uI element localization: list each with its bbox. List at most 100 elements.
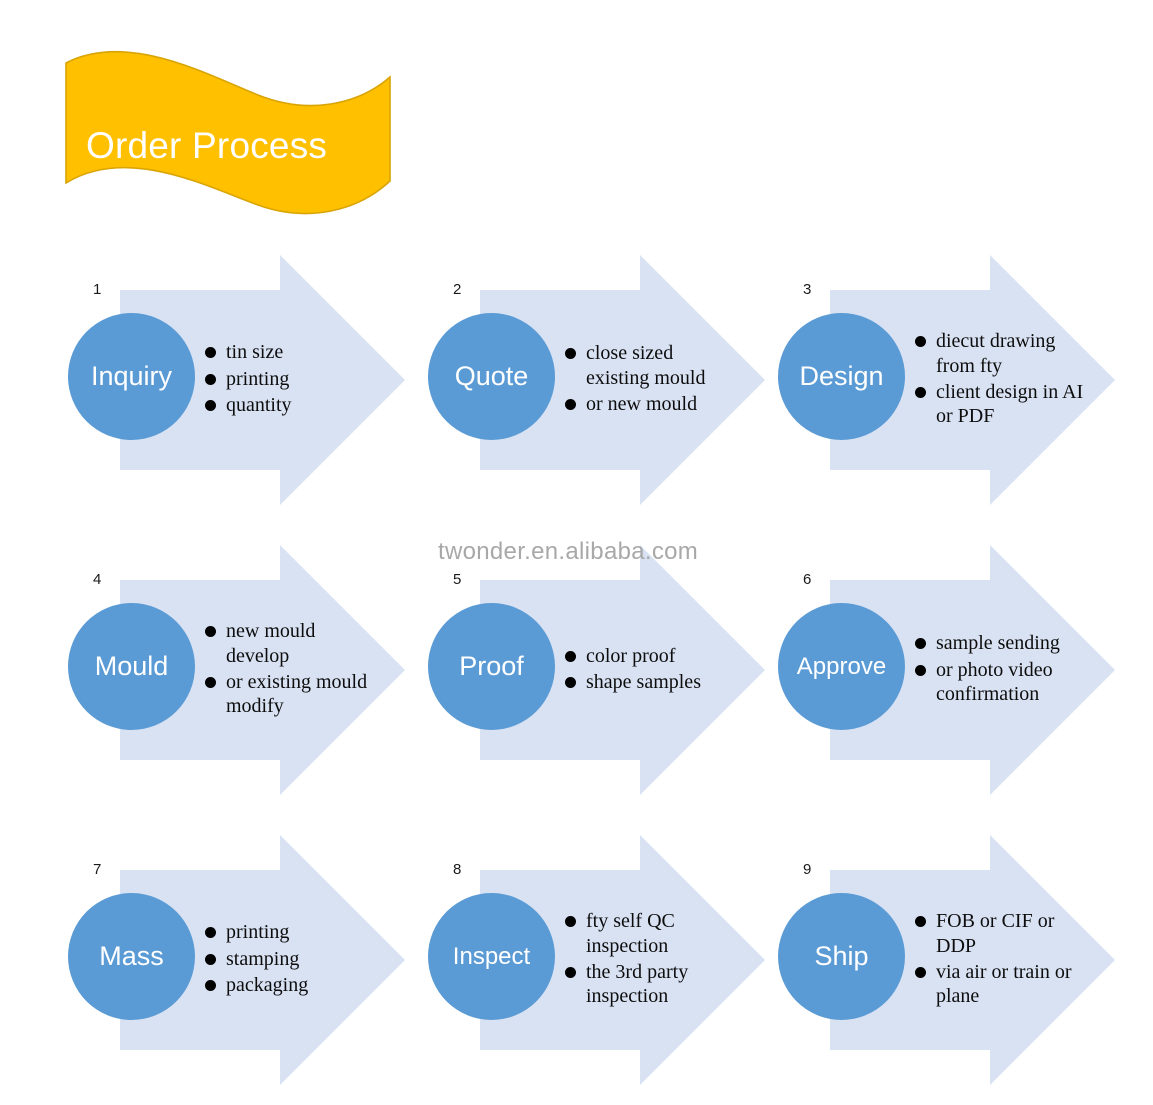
process-step-7[interactable]: 7 Mass printing stamping packaging [60, 835, 410, 1085]
bullet-item: fty self QC inspection [565, 909, 740, 958]
bullet-dot-icon [565, 967, 576, 978]
process-step-3[interactable]: 3 Design diecut drawing from fty client … [770, 255, 1120, 505]
bullet-item: diecut drawing from fty [915, 329, 1090, 378]
step-circle-9[interactable]: Ship [778, 893, 905, 1020]
arrow-shape-3 [830, 255, 1115, 505]
banner-title: Order Process [86, 125, 328, 166]
step-circle-7[interactable]: Mass [68, 893, 195, 1020]
arrow-shape-8 [480, 835, 765, 1085]
step-circle-3[interactable]: Design [778, 313, 905, 440]
process-step-9[interactable]: 9 Ship FOB or CIF or DDP via air or trai… [770, 835, 1120, 1085]
process-step-8[interactable]: 8 Inspect fty self QC inspection the 3rd… [420, 835, 770, 1085]
bullet-dot-icon [915, 664, 926, 676]
bullet-item: sample sending [915, 631, 1090, 655]
step-bullets-1: tin size printing quantity [205, 255, 380, 505]
bullet-text: or existing mould modify [226, 671, 368, 718]
step-bullets-8: fty self QC inspection the 3rd party ins… [565, 835, 740, 1085]
step-bullets-6: sample sending or photo video confirmati… [915, 545, 1090, 795]
step-label-6: Approve [796, 652, 887, 680]
step-number-2: 2 [453, 281, 462, 298]
bullet-dot-icon [915, 336, 926, 348]
bullet-item: tin size [205, 340, 380, 364]
step-circle-8[interactable]: Inspect [428, 893, 555, 1020]
step-label-2: Quote [454, 361, 529, 391]
step-circle-6[interactable]: Approve [778, 603, 905, 730]
bullet-item: new mould develop [205, 619, 380, 668]
bullet-dot-icon [205, 677, 216, 688]
step-circle-1[interactable]: Inquiry [68, 313, 195, 440]
bullet-dot-icon [205, 347, 216, 359]
step-label-1: Inquiry [90, 361, 173, 391]
arrow-shape-2 [480, 255, 765, 505]
bullet-text: printing [226, 921, 290, 944]
step-label-7: Mass [99, 941, 164, 971]
arrow-shape-5 [480, 545, 765, 795]
bullet-dot-icon [915, 967, 926, 978]
arrow-shape-7 [120, 835, 405, 1085]
step-bullets-3: diecut drawing from fty client design in… [915, 255, 1090, 505]
bullet-item: color proof [565, 644, 740, 668]
step-label-4: Mould [94, 651, 169, 681]
bullet-item: shape samples [565, 670, 740, 694]
arrow-shape-6 [830, 545, 1115, 795]
bullet-dot-icon [565, 399, 576, 411]
bullet-text: FOB or CIF or DDP [936, 910, 1055, 957]
bullet-item: stamping [205, 947, 380, 971]
step-bullets-9: FOB or CIF or DDP via air or train or pl… [915, 835, 1090, 1085]
step-number-5: 5 [453, 571, 462, 588]
step-circle-5[interactable]: Proof [428, 603, 555, 730]
order-process-banner: Order Process [58, 33, 398, 233]
bullet-text: stamping [226, 947, 300, 970]
bullet-text: new mould develop [226, 620, 316, 667]
bullet-item: quantity [205, 393, 380, 417]
process-step-5[interactable]: 5 Proof color proof shape samples [420, 545, 770, 795]
bullet-item: or existing mould modify [205, 670, 380, 719]
bullet-text: shape samples [586, 671, 701, 693]
bullet-item: printing [205, 367, 380, 391]
process-step-4[interactable]: 4 Mould new mould develop or existing mo… [60, 545, 410, 795]
process-step-6[interactable]: 6 Approve sample sending or photo video … [770, 545, 1120, 795]
step-number-7: 7 [93, 861, 102, 878]
arrow-shape-9 [830, 835, 1115, 1085]
step-circle-4[interactable]: Mould [68, 603, 195, 730]
bullet-item: or photo video confirmation [915, 658, 1090, 707]
bullet-item: FOB or CIF or DDP [915, 909, 1090, 958]
bullet-text: via air or train or plane [936, 961, 1072, 1008]
bullet-text: tin size [226, 341, 284, 364]
process-step-2[interactable]: 2 Quote close sized existing mould or ne… [420, 255, 770, 505]
bullet-item: packaging [205, 973, 380, 997]
bullet-dot-icon [915, 387, 926, 398]
bullet-item: client design in AI or PDF [915, 380, 1090, 429]
bullet-dot-icon [205, 980, 216, 992]
bullet-text: printing [226, 367, 290, 390]
bullet-dot-icon [915, 638, 926, 650]
bullet-dot-icon [205, 400, 216, 412]
bullet-text: color proof [586, 644, 676, 667]
banner-ribbon-shape [65, 50, 391, 215]
bullet-item: or new mould [565, 392, 740, 416]
bullet-dot-icon [205, 953, 216, 965]
arrow-shape-1 [120, 255, 405, 505]
bullet-text: the 3rd party inspection [586, 961, 689, 1008]
bullet-item: the 3rd party inspection [565, 960, 740, 1009]
bullet-text: fty self QC inspection [586, 910, 675, 957]
step-bullets-2: close sized existing mould or new mould [565, 255, 740, 505]
step-bullets-4: new mould develop or existing mould modi… [205, 545, 380, 795]
bullet-item: via air or train or plane [915, 960, 1090, 1009]
process-step-1[interactable]: 1 Inquiry tin size printing quantity [60, 255, 410, 505]
arrow-shape-4 [120, 545, 405, 795]
step-number-6: 6 [803, 571, 812, 588]
bullet-dot-icon [565, 348, 576, 360]
step-label-8: Inspect [452, 942, 531, 970]
bullet-text: or photo video confirmation [936, 658, 1053, 706]
bullet-dot-icon [915, 916, 926, 928]
step-number-9: 9 [803, 861, 812, 878]
step-number-1: 1 [93, 281, 102, 298]
step-bullets-5: color proof shape samples [565, 545, 740, 795]
bullet-dot-icon [205, 927, 216, 939]
bullet-dot-icon [565, 650, 576, 662]
step-number-8: 8 [453, 861, 462, 878]
step-circle-2[interactable]: Quote [428, 313, 555, 440]
bullet-dot-icon [205, 626, 216, 638]
